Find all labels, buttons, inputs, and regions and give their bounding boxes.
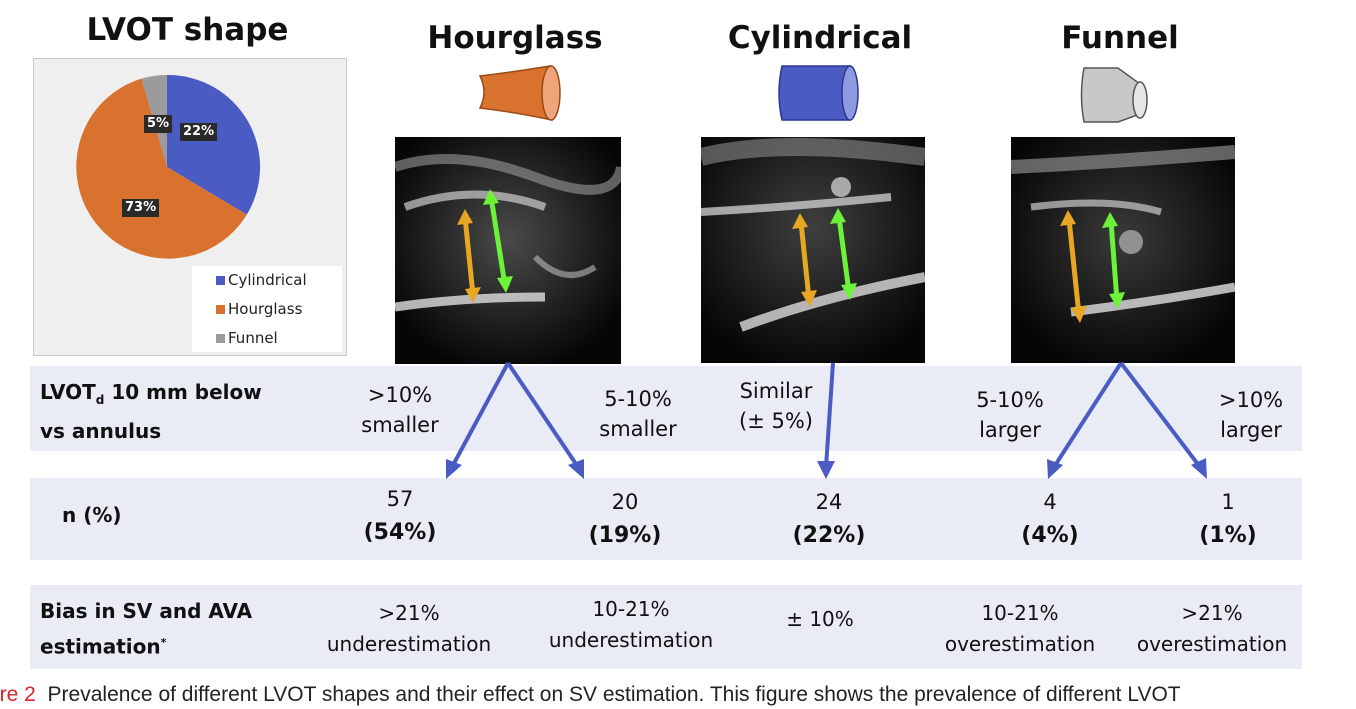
bias-cell-4: 10-21%overestimation bbox=[944, 601, 1096, 656]
figure-caption: ure 2 Prevalence of different LVOT shape… bbox=[0, 683, 1181, 707]
echo-image-hourglass bbox=[395, 137, 621, 364]
pie-slice-cylindrical bbox=[167, 74, 261, 215]
caption-text: Prevalence of different LVOT shapes and … bbox=[47, 683, 1181, 706]
pie-chart-panel: 5% 22% 73% bbox=[33, 58, 347, 356]
n-cell-1: 57(54%) bbox=[363, 487, 437, 545]
figure-number: ure 2 bbox=[0, 683, 36, 706]
n-cell-3: 24(22%) bbox=[792, 490, 866, 548]
bias-cell-3: ± 10% bbox=[786, 607, 854, 631]
diff-cell-5: >10%larger bbox=[1218, 388, 1284, 442]
hourglass-icon bbox=[478, 65, 561, 121]
pie-title: LVOT shape bbox=[86, 12, 289, 48]
row-band-bias bbox=[30, 585, 1302, 669]
pie-legend: Cylindrical Hourglass Funnel bbox=[192, 266, 342, 352]
shape-title-funnel: Funnel bbox=[1061, 20, 1179, 56]
n-cell-5: 1(1%) bbox=[1199, 490, 1257, 548]
legend-item-hourglass: Hourglass bbox=[216, 300, 302, 318]
echo-image-funnel bbox=[1011, 137, 1235, 363]
row-label-n: n (%) bbox=[62, 503, 122, 527]
echo-image-cylindrical bbox=[701, 137, 925, 363]
diff-cell-2: 5-10%smaller bbox=[599, 387, 677, 441]
bias-cell-1: >21%underestimation bbox=[326, 601, 492, 656]
legend-item-cylindrical: Cylindrical bbox=[216, 271, 307, 289]
diff-cell-4: 5-10%larger bbox=[976, 388, 1044, 442]
shape-title-hourglass: Hourglass bbox=[427, 20, 603, 56]
row-label-bias: Bias in SV and AVA estimation* bbox=[40, 599, 253, 659]
bias-cell-2: 10-21%underestimation bbox=[548, 597, 714, 652]
diff-cell-1: >10%smaller bbox=[361, 383, 439, 437]
cylinder-icon bbox=[778, 65, 859, 121]
row-band-n bbox=[30, 478, 1302, 560]
funnel-icon bbox=[1080, 67, 1148, 123]
n-cell-4: 4(4%) bbox=[1021, 490, 1079, 548]
row-label-lvotd: LVOTd 10 mm below vs annulus bbox=[40, 380, 262, 443]
diff-cell-3: Similar(± 5%) bbox=[739, 379, 813, 433]
pie-chart bbox=[76, 74, 261, 259]
bias-cell-5: >21%overestimation bbox=[1136, 601, 1288, 656]
legend-item-funnel: Funnel bbox=[216, 329, 278, 347]
pie-slice-hourglass bbox=[76, 78, 247, 259]
n-cell-2: 20(19%) bbox=[588, 490, 662, 548]
pie-label-hourglass: 73% bbox=[122, 199, 160, 217]
pie-label-cylindrical: 22% bbox=[180, 123, 218, 141]
pie-label-funnel: 5% bbox=[144, 115, 173, 133]
shape-title-cylindrical: Cylindrical bbox=[727, 20, 913, 56]
connector-arrows bbox=[446, 361, 1207, 479]
